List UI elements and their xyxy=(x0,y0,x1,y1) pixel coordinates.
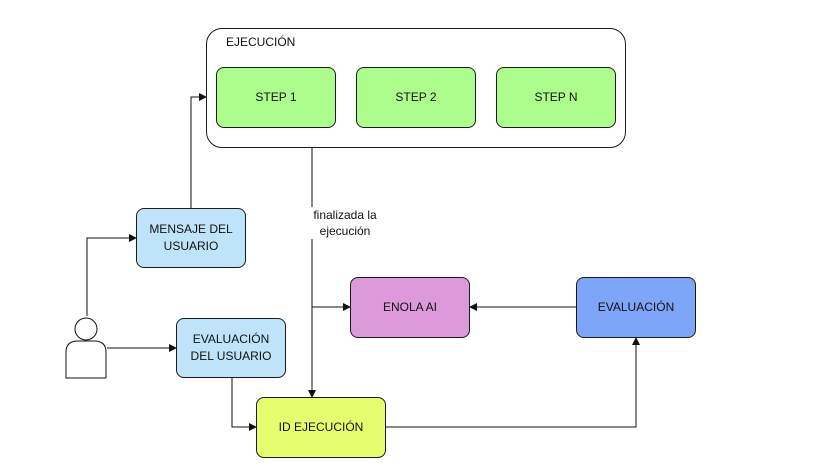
edge-mensaje-to-ejecucion xyxy=(190,93,207,208)
id-ejecucion-node: ID EJECUCIÓN xyxy=(256,397,386,458)
evaluacion-del-usuario-node: EVALUACIÓN DEL USUARIO xyxy=(176,318,286,378)
step-2-node: STEP 2 xyxy=(356,67,476,128)
user-icon xyxy=(65,317,107,379)
step-1-node: STEP 1 xyxy=(216,67,336,128)
finalizada-ejecucion-label: finalizada la ejecución xyxy=(310,207,380,239)
step-n-node: STEP N xyxy=(496,67,616,128)
mensaje-del-usuario-node: MENSAJE DEL USUARIO xyxy=(136,208,246,268)
edge-user-to-mensaje xyxy=(86,234,137,316)
edge-evaluacion-usuario-to-id xyxy=(231,378,257,431)
edge-id-to-evaluacion xyxy=(386,337,640,428)
evaluacion-node: EVALUACIÓN xyxy=(576,277,696,338)
ejecucion-container-title: EJECUCIÓN xyxy=(226,35,296,49)
enola-ai-node: ENOLA AI xyxy=(350,277,470,338)
